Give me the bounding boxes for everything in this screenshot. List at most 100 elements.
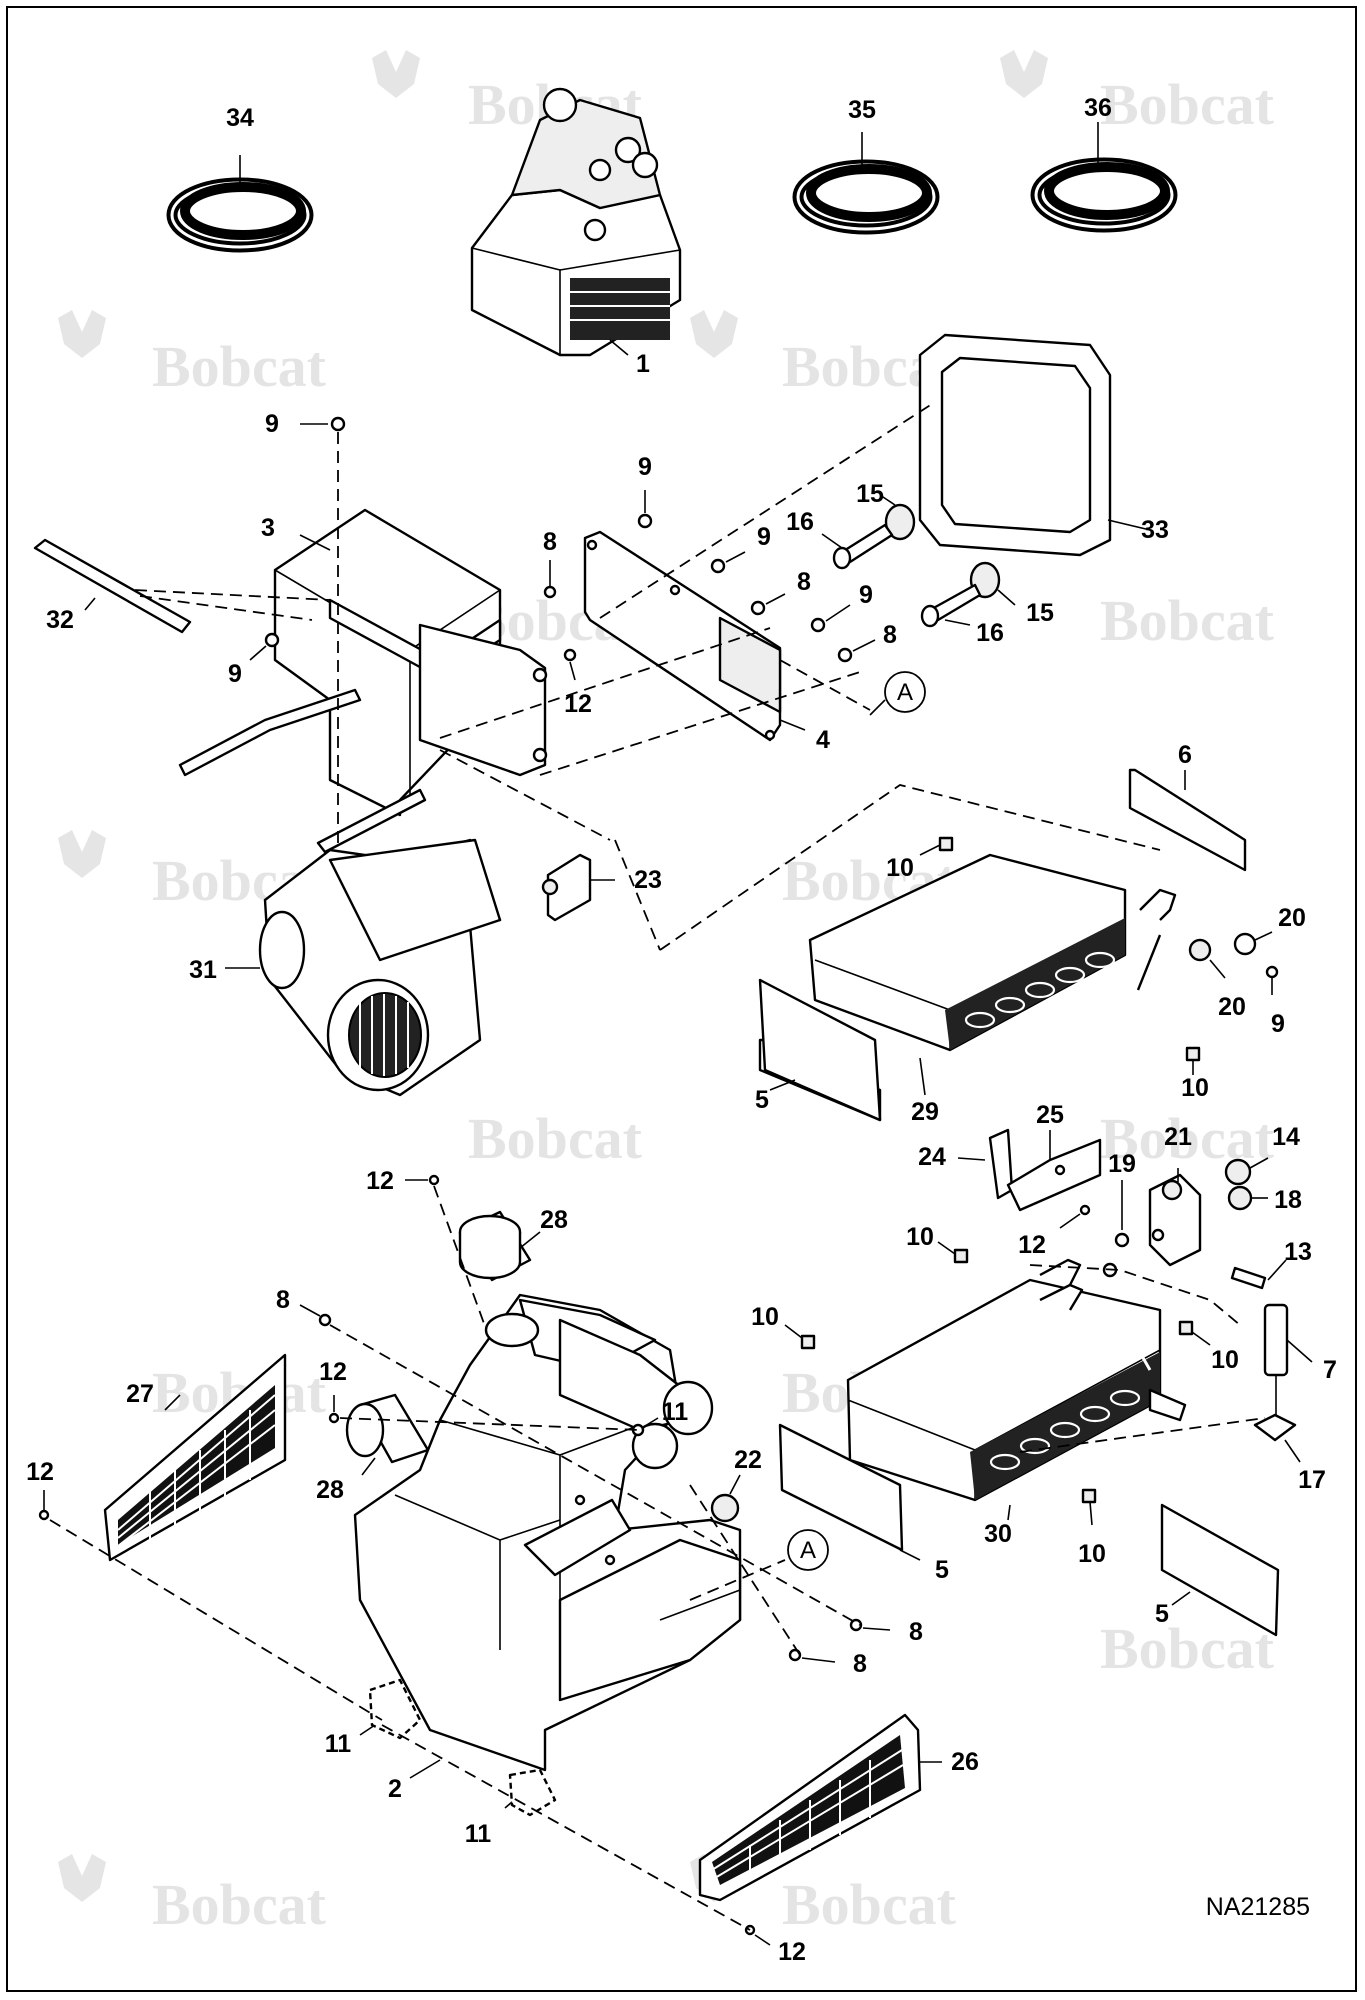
watermark: Bobcat	[1100, 1106, 1275, 1171]
assembly-line	[779, 659, 871, 711]
watermark-text: Bobcat	[1100, 588, 1275, 653]
strip-32	[33, 538, 192, 634]
callout-8: 8	[543, 528, 557, 556]
assembly-line	[614, 784, 1161, 951]
blower-31	[225, 838, 502, 1097]
heater-box-2	[353, 1293, 742, 1779]
bracket-3	[178, 508, 548, 854]
callout-9: 9	[1271, 1010, 1285, 1038]
reference-a-label: A	[897, 679, 913, 706]
callout-35: 35	[848, 96, 876, 124]
fastener-12	[328, 1395, 340, 1424]
assembly-line	[689, 1559, 786, 1601]
clip-10	[1178, 1320, 1211, 1346]
callout-33: 33	[1141, 516, 1169, 544]
filter-5	[778, 1423, 921, 1561]
fastener-12	[405, 1174, 440, 1186]
fastener-9	[710, 551, 746, 574]
fastener-12	[1059, 1204, 1091, 1229]
callout-10: 10	[1078, 1540, 1106, 1568]
assembly-line	[439, 749, 611, 841]
clip-10	[784, 1324, 816, 1350]
hose-35	[792, 132, 940, 235]
callout-19: 19	[1108, 1150, 1136, 1178]
callout-10: 10	[906, 1223, 934, 1251]
grommet-16	[821, 523, 894, 570]
callout-8: 8	[853, 1650, 867, 1678]
callout-12: 12	[778, 1938, 806, 1966]
callout-34: 34	[226, 104, 254, 132]
callout-24: 24	[918, 1143, 946, 1171]
callout-25: 25	[1036, 1101, 1064, 1129]
assembly-line	[134, 589, 331, 601]
fastener-9-top	[300, 416, 346, 432]
callout-31: 31	[189, 956, 217, 984]
grommet-15	[969, 561, 1016, 606]
watermark-text: Bobcat	[1100, 1106, 1275, 1171]
fastener-8	[837, 639, 876, 663]
callout-11: 11	[662, 1398, 689, 1426]
fastener-12	[563, 648, 577, 681]
fastener-9	[637, 490, 653, 529]
callout-18: 18	[1274, 1186, 1302, 1214]
fastener-8	[299, 1304, 332, 1327]
callout-4: 4	[816, 726, 830, 754]
callout-8: 8	[883, 621, 897, 649]
clamp-20	[1188, 938, 1226, 979]
assembly-line	[433, 1185, 491, 1341]
callout-32: 32	[46, 606, 74, 634]
callout-8: 8	[276, 1286, 290, 1314]
callout-11: 11	[465, 1820, 492, 1848]
assembly-line	[599, 401, 936, 619]
callout-36: 36	[1084, 94, 1112, 122]
callout-8: 8	[797, 568, 811, 596]
callout-12: 12	[366, 1167, 394, 1195]
watermark-text: Bobcat	[468, 1106, 643, 1171]
callout-labels: 34 35 36 1 9 9 15 16 33 3 8 9 8 9 15 16 …	[26, 94, 1337, 1966]
callout-10: 10	[1211, 1346, 1239, 1374]
assembly-line	[1019, 1417, 1266, 1453]
hose-36	[1030, 122, 1178, 233]
callout-1: 1	[636, 350, 650, 378]
callout-12: 12	[26, 1458, 54, 1486]
adapter-28	[345, 1393, 430, 1476]
callout-5: 5	[1155, 1600, 1169, 1628]
filter-5	[1160, 1503, 1280, 1637]
grille-26	[698, 1713, 942, 1902]
callout-13: 13	[1284, 1238, 1312, 1266]
callout-22: 22	[734, 1446, 762, 1474]
watermark-text: Bobcat	[1100, 1616, 1275, 1681]
watermark-text: Bobcat	[1100, 72, 1275, 137]
clip-10	[919, 836, 954, 856]
hvac-assembly-1	[470, 87, 682, 357]
callout-14: 14	[1272, 1123, 1300, 1151]
grommet-22	[710, 1474, 741, 1523]
fastener-8	[543, 560, 557, 599]
reference-a-top: A	[869, 671, 926, 716]
watermark: Bobcat	[690, 310, 957, 399]
fastener-9-left	[249, 632, 280, 661]
assembly-line	[381, 1724, 751, 1931]
assembly-line	[339, 1417, 641, 1431]
callout-9: 9	[265, 410, 279, 438]
grille-27	[103, 1353, 287, 1562]
assembly-line	[439, 627, 771, 739]
callout-17: 17	[1298, 1466, 1326, 1494]
watermark: Bobcat	[58, 310, 327, 399]
callout-12: 12	[319, 1358, 347, 1386]
callout-15: 15	[1026, 599, 1054, 627]
fastener-9	[1265, 965, 1279, 995]
fastener-8	[849, 1618, 891, 1632]
callout-21: 21	[1164, 1123, 1192, 1151]
bracket-23	[541, 853, 615, 922]
cap-14	[1224, 1157, 1269, 1186]
callout-9: 9	[859, 581, 873, 609]
diagram-frame	[6, 6, 1357, 1992]
reference-a-bottom: A	[787, 1529, 829, 1571]
assembly-line	[689, 1484, 801, 1656]
clip-10	[1185, 1046, 1201, 1075]
bolt-13	[1230, 1259, 1287, 1290]
callout-15: 15	[856, 480, 884, 508]
watermark: Bobcat	[1000, 50, 1275, 137]
assembly-line	[139, 595, 313, 621]
